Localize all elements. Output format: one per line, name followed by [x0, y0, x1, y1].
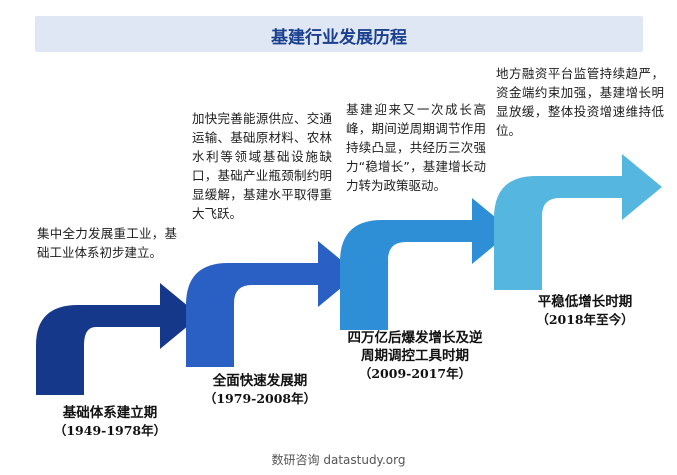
stage-1-name: 基础体系建立期 [62, 405, 158, 421]
lightbulb-icon [403, 260, 425, 289]
stage-3-arrow [340, 198, 512, 330]
stage-3-label: 四万亿后爆发增长及逆周期调控工具时期 （2009-2017年） [345, 329, 485, 383]
stage-3-description: 基建迎来又一次成长高峰，期间逆周期调节作用持续凸显，共经历三次强力“稳增长”，基… [346, 102, 486, 193]
stage-1-years: （1949-1978年） [53, 423, 167, 438]
stage-1-label: 基础体系建立期 （1949-1978年） [20, 404, 200, 440]
stage-2-arrow [186, 241, 358, 367]
stage-2-years: （1979-2008年） [203, 391, 317, 406]
page-title: 基建行业发展历程 [271, 28, 407, 48]
title-bar: 基建行业发展历程 [35, 16, 643, 52]
stage-2-name: 全面快速发展期 [212, 373, 308, 389]
paperclip-icon [247, 296, 270, 322]
stage-2-description: 加快完善能源供应、交通运输、基础原材料、农林水利等领域基础设施缺口，基础产业瓶颈… [192, 111, 332, 221]
stage-4-arrow [494, 154, 662, 290]
stage-4-name: 平稳低增长时期 [537, 294, 633, 310]
stage-1-arrow [36, 283, 200, 395]
stage-3-years: （2009-2017年） [358, 366, 472, 381]
stage-4-years: （2018年至今） [536, 312, 634, 327]
stage-4-label: 平稳低增长时期 （2018年至今） [510, 293, 660, 329]
stage-1-description: 集中全力发展重工业，基础工业体系初步建立。 [37, 226, 177, 260]
graduation-cap-icon [554, 221, 582, 240]
footer-source: 数研咨询 datastudy.org [271, 453, 406, 467]
pencil-icon [99, 345, 121, 368]
stage-4-description: 地方融资平台监管持续趋严，资金端约束加强，基建增长明显放缓，整体投资增速维持低位… [496, 66, 664, 138]
stage-3-name: 四万亿后爆发增长及逆周期调控工具时期 [347, 330, 483, 364]
stage-2-label: 全面快速发展期 （1979-2008年） [180, 372, 340, 408]
